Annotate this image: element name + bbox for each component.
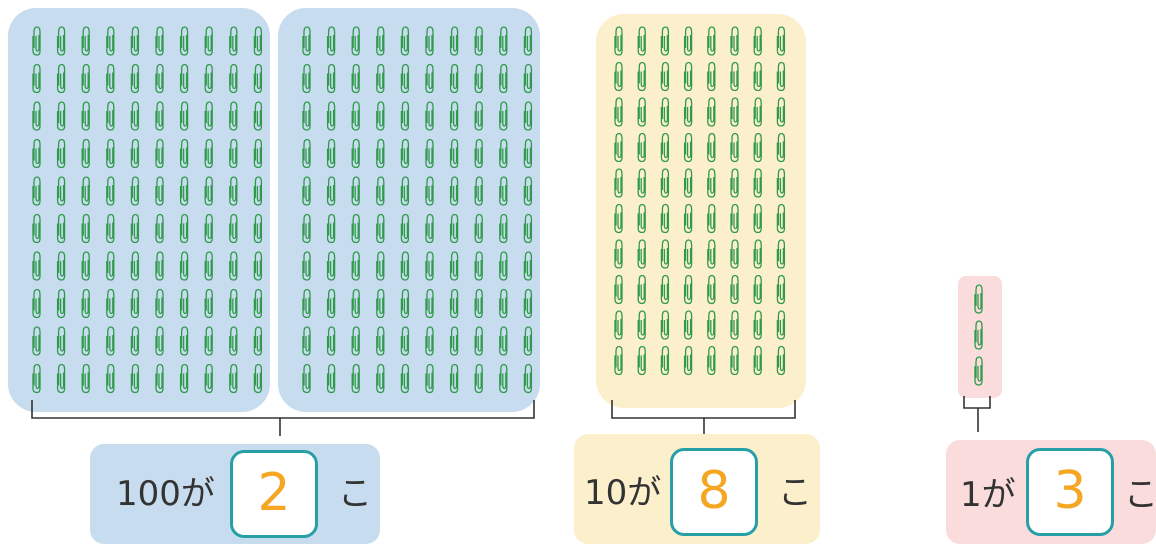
- hundreds-label-box: 100が 2 こ: [90, 444, 380, 544]
- tens-answer-box[interactable]: 8: [670, 448, 758, 536]
- ones-answer: 3: [1029, 465, 1111, 517]
- hundreds-prefix: 100が: [116, 477, 215, 511]
- hundreds-answer-box[interactable]: 2: [230, 450, 318, 538]
- tens-bracket: [612, 400, 795, 436]
- ones-suffix: こ: [1124, 478, 1156, 512]
- hundreds-answer: 2: [233, 467, 315, 519]
- ones-bracket: [964, 396, 990, 432]
- tens-label-box: 10が 8 こ: [574, 434, 820, 544]
- ones-prefix: 1が: [960, 478, 1016, 512]
- tens-answer: 8: [673, 465, 755, 517]
- ones-label-box: 1が 3 こ: [946, 440, 1156, 544]
- hundreds-suffix: こ: [338, 477, 372, 511]
- ones-answer-box[interactable]: 3: [1026, 448, 1114, 536]
- tens-suffix: こ: [778, 476, 812, 510]
- hundreds-bracket: [32, 400, 534, 436]
- tens-prefix: 10が: [584, 476, 661, 510]
